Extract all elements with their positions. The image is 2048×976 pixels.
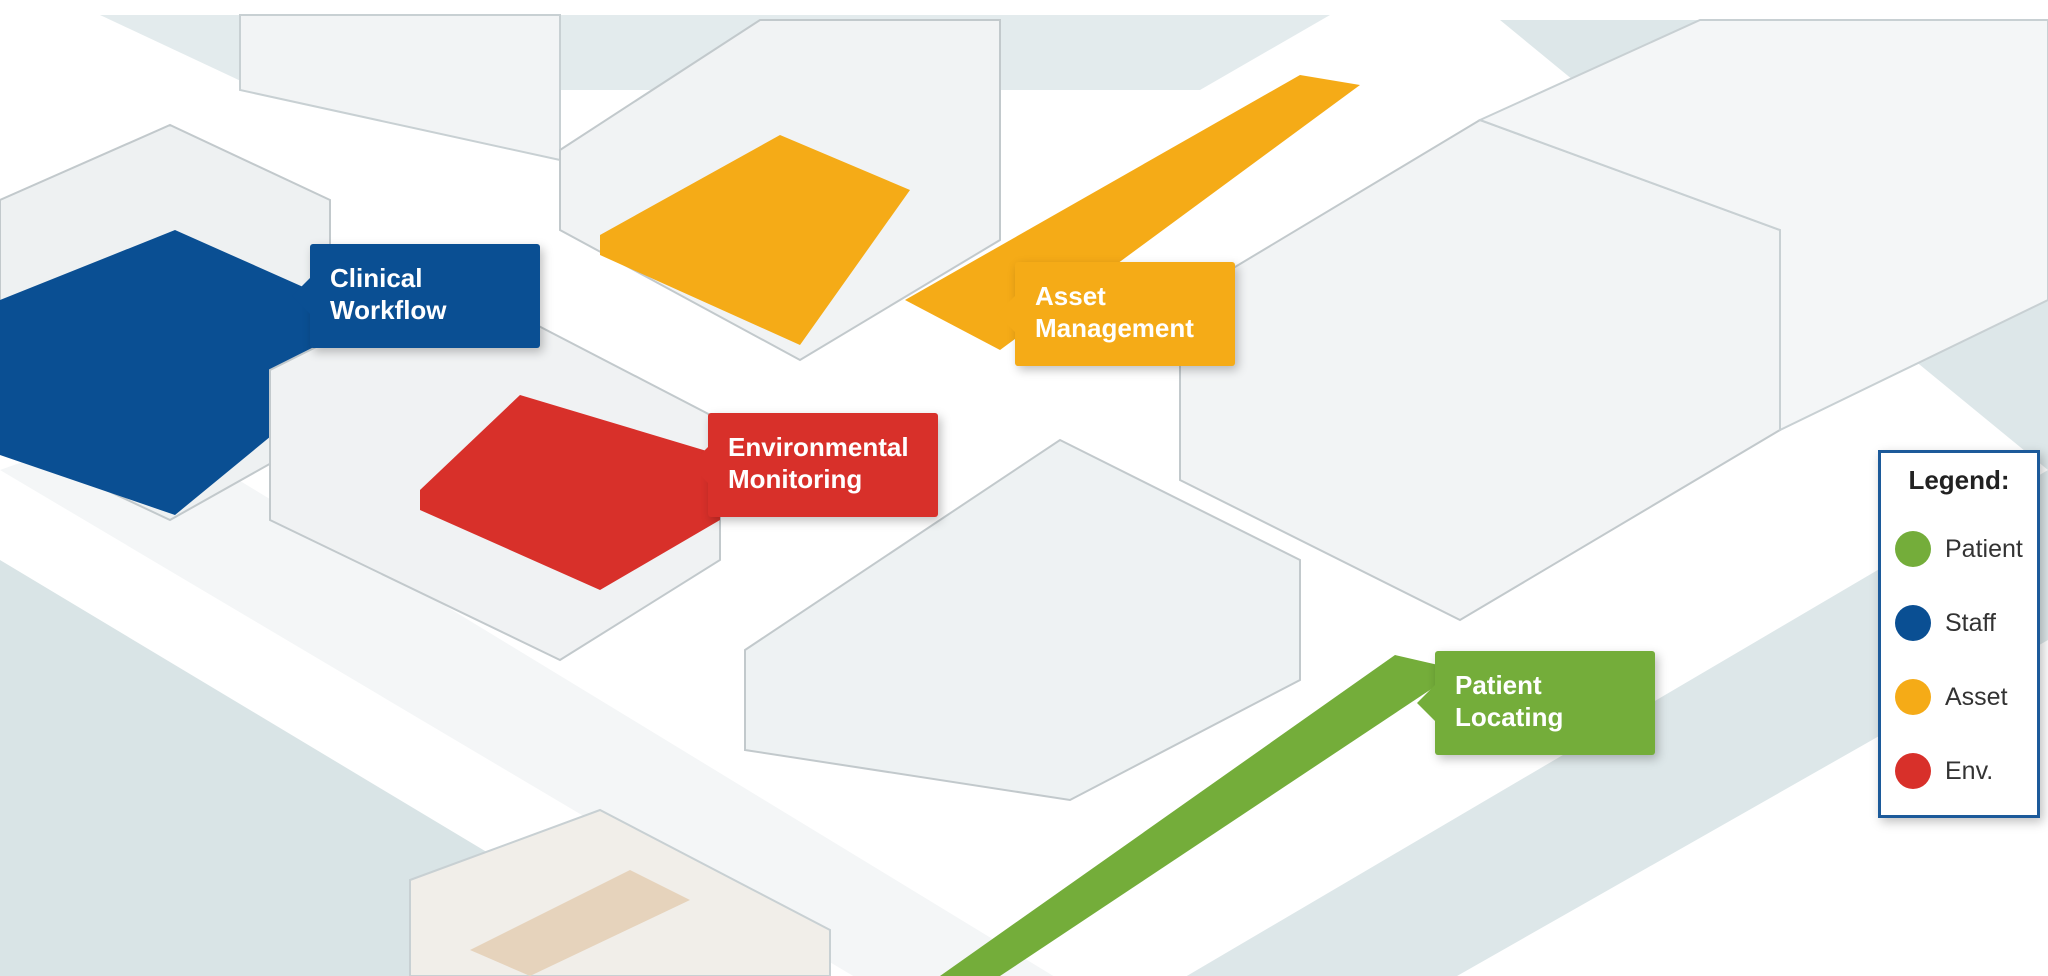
legend-label: Patient	[1945, 535, 2023, 563]
callout-patient-line1: Patient	[1455, 670, 1542, 700]
callout-clinical-line2: Workflow	[330, 295, 447, 325]
callout-environmental-monitoring: Environmental Monitoring	[690, 413, 938, 517]
legend-title: Legend:	[1908, 465, 2010, 495]
zone-patient-path	[940, 655, 1460, 976]
legend: Legend: Patient Staff Asset Env.	[1878, 450, 2040, 818]
legend-dot-staff-icon	[1895, 605, 1931, 641]
legend-item-patient: Patient	[1895, 529, 2035, 569]
room-right-bays	[1477, 19, 2048, 432]
callout-patient-line2: Locating	[1455, 702, 1564, 732]
legend-dot-env-icon	[1895, 753, 1931, 789]
legend-item-asset: Asset	[1895, 677, 2035, 717]
callout-asset-line2: Management	[1035, 313, 1194, 343]
legend-label: Staff	[1945, 609, 1996, 637]
room-nursery-walls	[744, 438, 1301, 802]
legend-dot-patient-icon	[1895, 531, 1931, 567]
legend-label: Env.	[1945, 757, 1994, 785]
legend-dot-asset-icon	[1895, 679, 1931, 715]
corridor	[0, 420, 1054, 976]
callout-clinical-line1: Clinical	[330, 263, 423, 293]
callout-patient-locating: Patient Locating	[1417, 651, 1655, 755]
legend-label: Asset	[1945, 683, 2008, 711]
callout-asset-line1: Asset	[1035, 281, 1106, 311]
callout-clinical-workflow: Clinical Workflow	[292, 244, 540, 348]
zone-asset-floor	[600, 135, 910, 345]
zone-env-floor	[420, 395, 720, 590]
legend-item-env: Env.	[1895, 751, 2035, 791]
callout-env-line2: Monitoring	[728, 464, 863, 494]
callout-env-line1: Environmental	[728, 432, 909, 462]
callout-asset-management: Asset Management	[997, 262, 1235, 366]
legend-item-staff: Staff	[1895, 603, 2035, 643]
cafe-table	[470, 870, 690, 976]
